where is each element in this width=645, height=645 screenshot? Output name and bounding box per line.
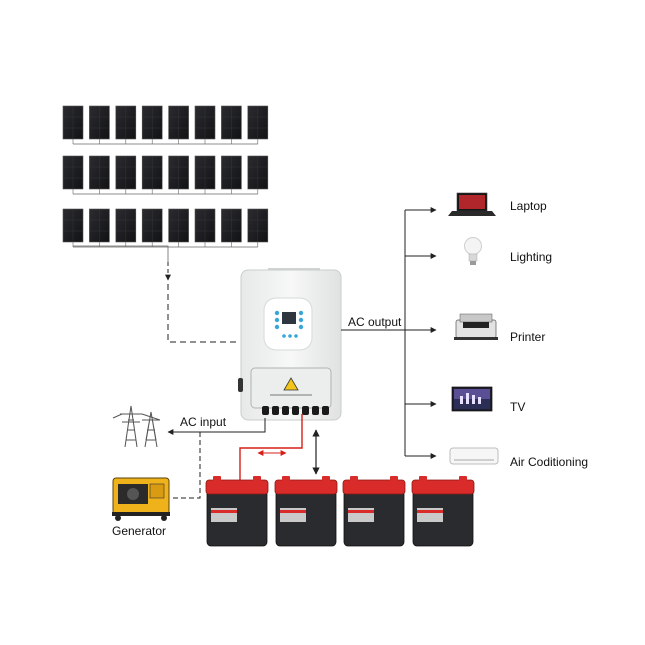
battery-terminal [213, 476, 221, 481]
lightbulb-icon [464, 237, 482, 265]
battery-4 [411, 476, 475, 547]
load-label-lighting: Lighting [510, 250, 552, 264]
panel-cell-grid [89, 106, 110, 139]
panel-cell-grid [89, 156, 110, 189]
battery-sticker-band [280, 510, 306, 513]
load-label-printer: Printer [510, 330, 545, 344]
panel-cell-grid [168, 106, 189, 139]
load-label-tv: TV [510, 400, 525, 414]
ac-output-bus [341, 207, 437, 459]
panel-cell-grid [247, 106, 268, 139]
battery-terminal [419, 476, 427, 481]
panel-cell-grid [221, 106, 242, 139]
battery-lid [205, 479, 269, 495]
laptop-icon [448, 192, 496, 216]
generator-icon [112, 477, 170, 521]
tv-icon [451, 386, 493, 412]
battery-terminal [253, 476, 261, 481]
inverter-cable-glands [262, 406, 329, 415]
panel-cell-grid [247, 209, 268, 242]
panel-cell-grid [168, 209, 189, 242]
battery-lid [411, 479, 475, 495]
battery-terminal [322, 476, 330, 481]
battery-3 [342, 476, 406, 547]
panel-cell-grid [221, 209, 242, 242]
battery-2 [274, 476, 338, 547]
battery-1 [205, 476, 269, 547]
panel-cell-grid [115, 106, 136, 139]
air-conditioner-icon [449, 447, 499, 465]
panel-cell-grid [89, 209, 110, 242]
printer-icon [454, 313, 498, 340]
panel-cell-grid [142, 156, 163, 189]
array-output-wire [73, 245, 169, 262]
panel-cell-grid [115, 209, 136, 242]
load-air-conditioning: Air Coditioning [449, 447, 588, 469]
load-tv: TV [451, 386, 525, 414]
panel-cell-grid [142, 106, 163, 139]
generator-label: Generator [112, 524, 166, 538]
inverter-screen [282, 312, 296, 324]
panel-cell-grid [142, 209, 163, 242]
panel-cell-grid [63, 156, 83, 189]
ac-output-label: AC output [348, 315, 402, 329]
battery-sticker-band [417, 510, 443, 513]
panel-cell-grid [195, 156, 215, 189]
load-list: Laptop Lighting Printer [448, 192, 588, 469]
battery-terminal [350, 476, 358, 481]
ac-input-line [167, 418, 266, 499]
ac-input-label: AC input [180, 415, 227, 429]
battery-lid [274, 479, 338, 495]
power-pylon-icon [112, 405, 161, 448]
panel-cell-grid [195, 209, 215, 242]
battery-terminal [390, 476, 398, 481]
panel-cell-grid [195, 106, 215, 139]
load-lighting: Lighting [464, 237, 552, 265]
panel-cell-grid [63, 106, 83, 139]
panel-cell-grid [63, 209, 83, 242]
battery-terminal [282, 476, 290, 481]
solar-panel-array [62, 105, 269, 262]
warning-icon [283, 377, 299, 391]
panel-cell-grid [168, 156, 189, 189]
panel-cell-grid [115, 156, 136, 189]
battery-sticker-band [348, 510, 374, 513]
load-label-laptop: Laptop [510, 199, 547, 213]
load-label-air-conditioning: Air Coditioning [510, 455, 588, 469]
panel-cell-grid [221, 156, 242, 189]
solar-to-inverter-line [165, 262, 240, 343]
battery-lid [342, 479, 406, 495]
hybrid-inverter [238, 268, 342, 421]
battery-bank [205, 476, 475, 547]
panel-cell-grid [247, 156, 268, 189]
load-printer: Printer [454, 313, 545, 344]
battery-sticker-band [211, 510, 237, 513]
battery-positive-cable [239, 414, 303, 480]
battery-terminal [459, 476, 467, 481]
load-laptop: Laptop [448, 192, 547, 216]
